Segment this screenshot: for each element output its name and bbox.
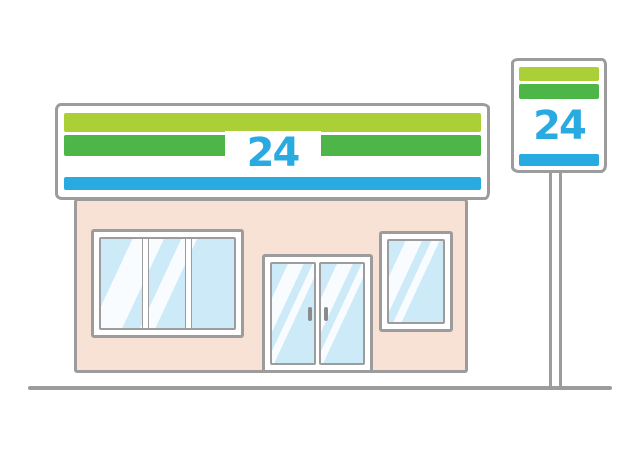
storefront-sign-stripe-blue [64, 177, 481, 190]
door-left-panel [270, 262, 316, 365]
left-window-mullion [142, 239, 150, 328]
left-window [91, 229, 244, 338]
door-left-panel-shine [272, 264, 314, 363]
left-window-mullion [184, 239, 192, 328]
storefront-sign-24-text: 24 [246, 130, 301, 176]
ground-line [28, 386, 612, 390]
left-window-glass [99, 237, 236, 330]
door-right-panel-shine [321, 264, 363, 363]
door-handle-right [323, 307, 328, 321]
left-window-shine [101, 239, 234, 328]
storefront-sign: 24 [55, 103, 490, 200]
pole-sign-board: 24 [511, 58, 607, 173]
storefront-sign-24-patch: 24 [224, 130, 321, 176]
door-right-panel [319, 262, 365, 365]
storefront-sign-stripe-light-green [64, 113, 481, 132]
pole-sign-stripe-light-green [519, 67, 599, 81]
sign-pole [549, 168, 562, 389]
right-window-shine [389, 241, 443, 322]
pole-sign-stripe-blue [519, 154, 599, 166]
entrance-door [262, 254, 373, 373]
door-handle-left [307, 307, 312, 321]
right-window-glass [387, 239, 445, 324]
pole-sign-stripe-green [519, 84, 599, 99]
pole-sign-24-text: 24 [533, 103, 587, 149]
right-window [379, 231, 453, 332]
